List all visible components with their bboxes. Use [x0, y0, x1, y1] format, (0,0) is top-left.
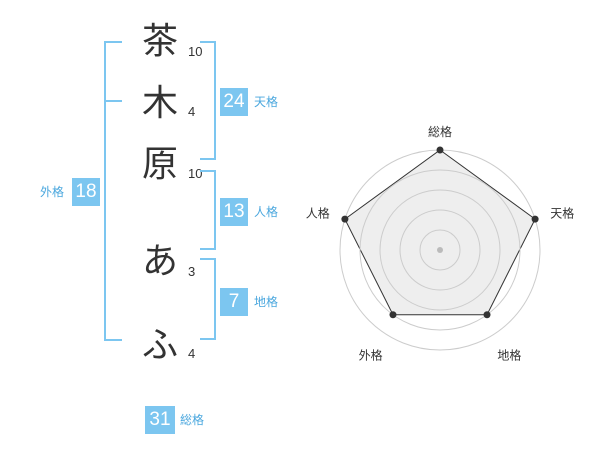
tenkaku-label: 天格 — [254, 95, 279, 109]
radar-axis-label-3: 地格 — [497, 347, 521, 362]
name-char-3: 原 — [141, 144, 178, 185]
chikaku-label: 地格 — [254, 295, 279, 309]
gaikaku-tick — [104, 100, 122, 102]
tenkaku-bracket — [200, 41, 216, 160]
jinkaku-bracket — [200, 170, 216, 250]
stroke-count-4: 3 — [188, 264, 196, 279]
stroke-count-2: 4 — [188, 104, 196, 119]
stroke-count-5: 4 — [188, 346, 196, 361]
radar-ring-2 — [399, 209, 481, 291]
radar-point-1 — [436, 146, 444, 154]
radar-point-2 — [531, 215, 539, 223]
radar-axis-label-5: 人格 — [306, 206, 330, 221]
radar-axis-label-4: 外格 — [359, 347, 383, 362]
radar-point-5 — [341, 215, 349, 223]
radar-point-3 — [483, 311, 491, 319]
name-char-5: ふ — [141, 325, 178, 366]
radar-data-polygon — [344, 149, 536, 316]
radar-ring-3 — [379, 189, 501, 311]
radar-axis-label-2: 天格 — [550, 206, 574, 221]
chikaku-bracket — [200, 258, 216, 340]
gaikaku-label: 外格 — [40, 185, 65, 199]
radar-ring-1 — [419, 229, 461, 271]
jinkaku-label: 人格 — [254, 205, 279, 219]
gaikaku-badge: 18 — [72, 178, 100, 206]
radar-center-point — [437, 247, 443, 253]
stroke-count-1: 10 — [188, 44, 203, 59]
jinkaku-badge: 13 — [220, 198, 248, 226]
soukaku-label: 総格 — [180, 413, 205, 427]
radar-axis-label-1: 総格 — [428, 124, 452, 139]
soukaku-badge: 31 — [145, 406, 175, 434]
name-char-1: 茶 — [141, 21, 178, 62]
radar-point-4 — [389, 311, 397, 319]
name-char-4: あ — [141, 241, 178, 282]
tenkaku-badge: 24 — [220, 88, 248, 116]
gaikaku-bracket — [104, 41, 122, 341]
radar-ring-4 — [359, 169, 521, 331]
chikaku-badge: 7 — [220, 288, 248, 316]
stroke-count-3: 10 — [188, 166, 203, 181]
name-char-2: 木 — [141, 83, 178, 124]
